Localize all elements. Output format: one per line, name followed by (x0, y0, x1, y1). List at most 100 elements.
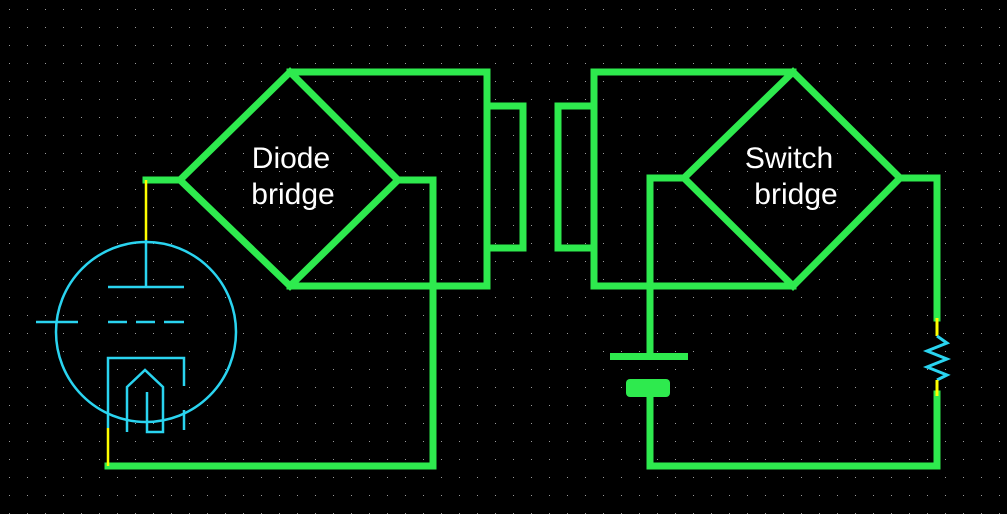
grid-dot (225, 495, 226, 496)
grid-dot (657, 351, 658, 352)
grid-dot (873, 99, 874, 100)
grid-dot (297, 297, 298, 298)
grid-dot (423, 171, 424, 172)
grid-dot (297, 495, 298, 496)
grid-dot (225, 63, 226, 64)
grid-dot (513, 63, 514, 64)
grid-dot (261, 153, 262, 154)
grid-dot (693, 81, 694, 82)
grid-dot (495, 63, 496, 64)
grid-dot (441, 369, 442, 370)
grid-dot (693, 387, 694, 388)
grid-dot (189, 315, 190, 316)
grid-dot (297, 423, 298, 424)
grid-dot (369, 117, 370, 118)
grid-dot (603, 99, 604, 100)
grid-dot (279, 171, 280, 172)
grid-dot (963, 135, 964, 136)
grid-dot (423, 387, 424, 388)
grid-dot (9, 261, 10, 262)
grid-dot (945, 495, 946, 496)
grid-dot (117, 225, 118, 226)
grid-dot (621, 171, 622, 172)
grid-dot (621, 153, 622, 154)
grid-dot (423, 81, 424, 82)
grid-dot (603, 423, 604, 424)
grid-dot (459, 261, 460, 262)
grid-dot (351, 351, 352, 352)
grid-dot (459, 99, 460, 100)
grid-dot (999, 63, 1000, 64)
grid-dot (189, 477, 190, 478)
grid-dot (837, 27, 838, 28)
grid-dot (783, 9, 784, 10)
grid-dot (63, 63, 64, 64)
grid-dot (99, 243, 100, 244)
grid-dot (171, 45, 172, 46)
grid-dot (27, 225, 28, 226)
grid-dot (711, 297, 712, 298)
grid-dot (207, 459, 208, 460)
grid-dot (927, 297, 928, 298)
grid-dot (45, 27, 46, 28)
grid-dot (927, 315, 928, 316)
grid-dot (495, 117, 496, 118)
grid-dot (243, 351, 244, 352)
grid-dot (567, 153, 568, 154)
grid-dot (243, 9, 244, 10)
grid-dot (387, 153, 388, 154)
resistor-zigzag (922, 334, 952, 382)
grid-dot (801, 135, 802, 136)
grid-dot (387, 225, 388, 226)
grid-dot (729, 171, 730, 172)
grid-dot (639, 315, 640, 316)
grid-dot (801, 45, 802, 46)
grid-dot (801, 351, 802, 352)
grid-dot (621, 459, 622, 460)
grid-dot (135, 99, 136, 100)
grid-dot (243, 369, 244, 370)
grid-dot (945, 333, 946, 334)
grid-dot (945, 81, 946, 82)
grid-dot (855, 171, 856, 172)
grid-dot (765, 81, 766, 82)
grid-dot (243, 459, 244, 460)
grid-dot (945, 279, 946, 280)
grid-dot (639, 369, 640, 370)
grid-dot (747, 225, 748, 226)
grid-dot (495, 171, 496, 172)
grid-dot (513, 207, 514, 208)
grid-dot (855, 423, 856, 424)
grid-dot (279, 477, 280, 478)
grid-dot (981, 153, 982, 154)
grid-dot (531, 279, 532, 280)
grid-dot (315, 171, 316, 172)
grid-dot (81, 351, 82, 352)
grid-dot (315, 9, 316, 10)
grid-dot (783, 297, 784, 298)
grid-dot (837, 405, 838, 406)
grid-dot (117, 405, 118, 406)
grid-dot (441, 99, 442, 100)
grid-dot (441, 27, 442, 28)
grid-dot (729, 27, 730, 28)
grid-dot (117, 45, 118, 46)
grid-dot (441, 297, 442, 298)
grid-dot (45, 243, 46, 244)
grid-dot (675, 495, 676, 496)
grid-dot (603, 207, 604, 208)
grid-dot (981, 117, 982, 118)
grid-dot (423, 351, 424, 352)
grid-dot (189, 369, 190, 370)
grid-dot (765, 9, 766, 10)
grid-dot (153, 261, 154, 262)
grid-dot (927, 387, 928, 388)
grid-dot (657, 297, 658, 298)
grid-dot (135, 207, 136, 208)
grid-dot (513, 351, 514, 352)
grid-dot (801, 9, 802, 10)
grid-dot (99, 99, 100, 100)
grid-dot (225, 153, 226, 154)
grid-dot (261, 279, 262, 280)
grid-dot (369, 99, 370, 100)
